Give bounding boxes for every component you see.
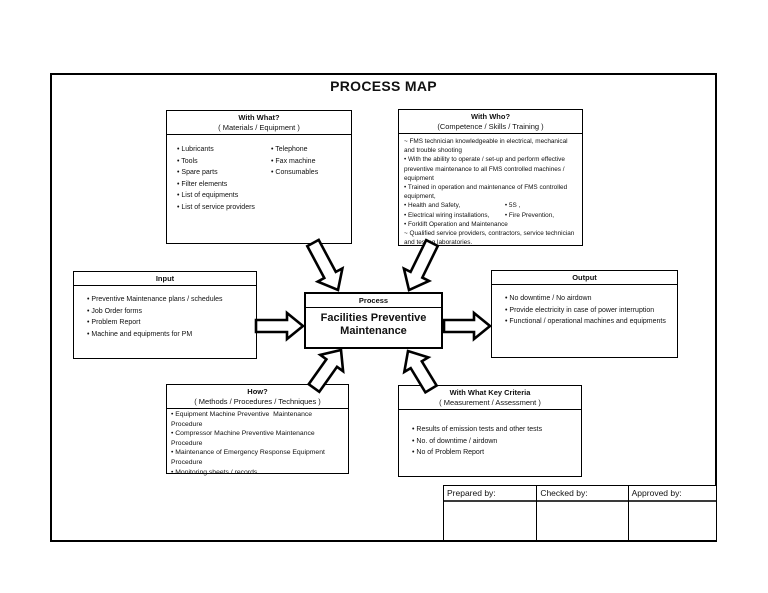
input-header: Input (155, 274, 175, 283)
input-content: • Preventive Maintenance plans / schedul… (74, 286, 256, 340)
with-what-item: • Telephone (271, 146, 308, 153)
prepared-by-cell (444, 502, 536, 540)
process-header-block: Process (306, 294, 441, 308)
process-header: Process (358, 296, 389, 305)
with-what-item: • Lubricants (177, 146, 214, 153)
criteria-item: • No. of downtime / airdown (412, 437, 498, 445)
criteria-header: With What Key Criteria (449, 388, 531, 397)
with-what-item: • List of service providers (177, 203, 255, 211)
how-item: • Maintenance of Emergency Response Equi… (171, 449, 327, 466)
how-item: • Compressor Machine Preventive Maintena… (171, 430, 317, 447)
with-what-column-2: • Telephone • Fax machine • Consumables (271, 144, 318, 179)
approved-by-label: Approved by: (628, 486, 716, 502)
with-who-item: • Electrical wiring installations,• Fire… (404, 211, 555, 219)
with-who-item: • Trained in operation and maintenance o… (404, 184, 568, 201)
with-what-item: • Fax machine (271, 157, 316, 165)
page-title: PROCESS MAP (330, 78, 437, 94)
with-who-item: ~ FMS technician knowledgeable in electr… (404, 138, 568, 155)
with-who-content: ~ FMS technician knowledgeable in electr… (399, 134, 582, 247)
criteria-content: • Results of emission tests and other te… (399, 410, 581, 459)
output-item: • Provide electricity in case of power i… (505, 306, 655, 314)
how-item: • Equipment Machine Preventive Maintenan… (171, 411, 314, 428)
criteria-box: With What Key Criteria ( Measurement / A… (398, 385, 582, 477)
with-what-subheader: ( Materials / Equipment ) (218, 123, 300, 132)
output-header: Output (572, 273, 597, 282)
output-item: • No downtime / No airdown (505, 295, 592, 302)
input-header-block: Input (74, 272, 256, 286)
with-what-header-block: With What? ( Materials / Equipment ) (167, 111, 351, 135)
with-who-item: • Health and Safety,• 5S , (404, 202, 521, 210)
input-item: • Job Order forms (87, 307, 142, 315)
with-who-item: • Forklift Operation and Maintenance (404, 220, 508, 228)
with-who-item: ~ Qualified service providers, contracto… (404, 230, 575, 247)
with-what-box: With What? ( Materials / Equipment ) • L… (166, 110, 352, 244)
with-who-subheader: (Competence / Skills / Training ) (437, 122, 544, 131)
criteria-item: • No of Problem Report (412, 449, 485, 456)
signoff-col-prepared: Prepared by: (444, 486, 538, 540)
output-content: • No downtime / No airdown • Provide elec… (492, 285, 677, 328)
with-what-column-1: • Lubricants • Tools • Spare parts • Filter… (177, 144, 255, 213)
output-header-block: Output (492, 271, 677, 285)
input-item: • Preventive Maintenance plans / schedul… (87, 296, 223, 303)
with-who-item: • With the ability to operate / set-up a… (404, 156, 565, 182)
with-what-item: • Consumables (271, 169, 319, 176)
checked-by-cell (537, 502, 627, 540)
checked-by-label: Checked by: (537, 486, 628, 502)
process-box: Process Facilities Preventive Maintenanc… (304, 292, 443, 349)
with-what-item: • Tools (177, 157, 198, 165)
output-box: Output • No downtime / No airdown • Provi… (491, 270, 678, 358)
criteria-subheader: ( Measurement / Assessment ) (439, 398, 541, 407)
with-what-item: • Filter elements (177, 180, 228, 188)
with-who-header-block: With Who? (Competence / Skills / Trainin… (399, 110, 582, 134)
how-box: How? ( Methods / Procedures / Techniques… (166, 384, 349, 477)
input-box: Input • Preventive Maintenance plans / s… (73, 271, 257, 359)
process-title: Facilities Preventive Maintenance (320, 312, 427, 337)
with-what-item: • List of equipments (177, 192, 239, 199)
how-header-block: How? ( Methods / Procedures / Techniques… (167, 385, 348, 409)
criteria-header-block: With What Key Criteria ( Measurement / A… (399, 386, 581, 410)
input-item: • Problem Report (87, 319, 141, 326)
how-subheader: ( Methods / Procedures / Techniques ) (194, 397, 321, 406)
input-item: • Machine and equipments for PM (87, 330, 193, 338)
with-who-box: With Who? (Competence / Skills / Trainin… (398, 109, 583, 246)
signoff-col-checked: Checked by: (537, 486, 629, 540)
how-content: • Equipment Machine Preventive Maintenan… (167, 409, 348, 477)
signoff-table: Prepared by: Checked by: Approved by: (443, 485, 717, 541)
approved-by-cell (629, 502, 716, 540)
signoff-col-approved: Approved by: (628, 486, 716, 540)
output-item: • Functional / operational machines and … (505, 318, 666, 325)
with-what-item: • Spare parts (177, 169, 218, 176)
criteria-item: • Results of emission tests and other te… (412, 426, 543, 433)
with-what-header: With What? (238, 113, 280, 122)
prepared-by-label: Prepared by: (444, 486, 537, 502)
how-item: • Monitoring sheets / records (171, 468, 258, 476)
how-header: How? (247, 387, 268, 396)
with-who-header: With Who? (470, 112, 511, 121)
